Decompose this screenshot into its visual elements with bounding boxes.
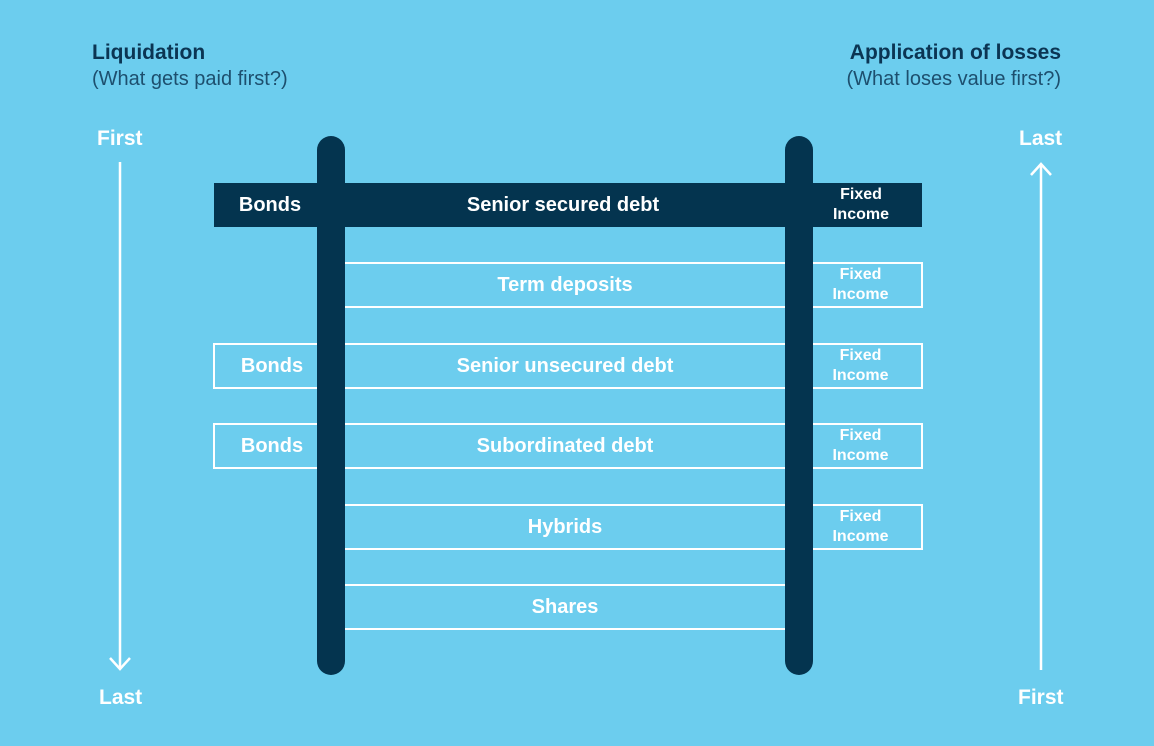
rung-label: Senior secured debt <box>466 193 660 216</box>
rung-subordinated-debt: Subordinated debt <box>330 423 800 469</box>
rung-senior-secured-debt: Senior secured debt <box>324 183 802 227</box>
rung-label: Term deposits <box>497 273 633 296</box>
rung-label: Shares <box>531 595 599 618</box>
right-up-arrow-icon <box>1030 162 1052 670</box>
right-axis-top-label: Last <box>1019 127 1063 150</box>
left-header-subtitle: (What gets paid first?) <box>92 68 288 90</box>
ladder-left-post <box>317 136 345 675</box>
bonds-tag-label: Bonds <box>240 434 304 457</box>
left-down-arrow-icon <box>109 162 131 671</box>
bonds-tag-label: Bonds <box>240 354 304 377</box>
right-header-title: Application of losses <box>849 41 1061 64</box>
rung-label: Hybrids <box>527 515 603 538</box>
ladder-right-post <box>785 136 813 675</box>
rung-shares: Shares <box>330 584 800 630</box>
rung-label: Senior unsecured debt <box>456 354 674 377</box>
right-header-subtitle: (What loses value first?) <box>846 68 1061 90</box>
left-axis-top-label: First <box>97 127 143 150</box>
bonds-tag: Bonds <box>214 183 326 227</box>
rung-senior-unsecured-debt: Senior unsecured debt <box>330 343 800 389</box>
rung-label: Subordinated debt <box>476 434 654 457</box>
bonds-tag: Bonds <box>213 423 331 469</box>
bonds-tag-label: Bonds <box>238 193 302 216</box>
rung-hybrids: Hybrids <box>330 504 800 550</box>
bonds-tag: Bonds <box>213 343 331 389</box>
left-axis-bottom-label: Last <box>99 686 143 709</box>
left-header-title: Liquidation <box>92 41 206 64</box>
right-axis-bottom-label: First <box>1018 686 1064 709</box>
rung-term-deposits: Term deposits <box>330 262 800 308</box>
